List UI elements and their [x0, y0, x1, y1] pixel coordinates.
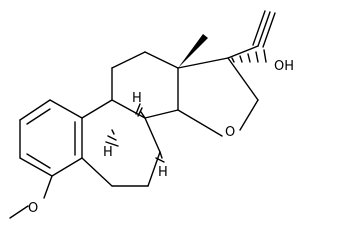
- stereo-h-markers: [105, 103, 165, 163]
- h-c8-label: H: [132, 91, 142, 106]
- ring-c: [111, 51, 179, 119]
- h-c14-label: H: [158, 165, 168, 180]
- ring-oxygen-label: O: [225, 125, 235, 140]
- methoxy-oxygen-label: O: [28, 201, 38, 216]
- ring-a: [19, 99, 83, 177]
- ethynyl-group: [227, 10, 276, 59]
- methoxy-group: O: [9, 175, 53, 219]
- molecule-structure: O: [9, 10, 295, 219]
- hydroxyl-hashed-bond: [231, 49, 267, 63]
- hydroxyl-label: OH: [274, 59, 294, 74]
- h-c9-label: H: [103, 145, 113, 160]
- methyl-wedge: [178, 34, 208, 68]
- ring-d: [177, 57, 259, 137]
- ring-b: [81, 99, 161, 187]
